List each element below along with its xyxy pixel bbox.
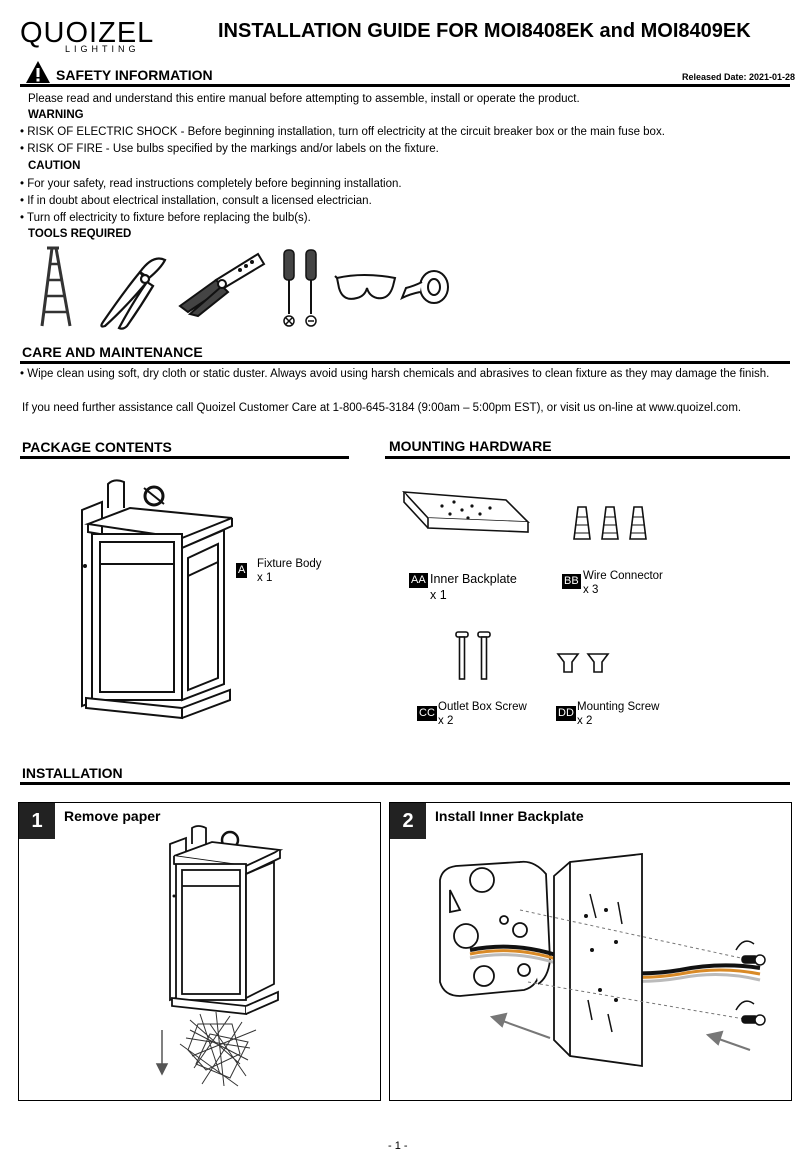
item-tag: DD [556,706,576,721]
step-2-panel [389,802,792,1101]
released-date: Released Date: 2021-01-28 [682,72,796,82]
item-tag: BB [562,574,581,589]
outlet-box-screws-image [455,631,491,680]
item-qty: x 3 [583,584,599,596]
assist-text: If you need further assistance call Quoi… [22,402,742,414]
hardware-item-cc: CC Outlet Box Screw x 2 [417,700,527,728]
warning-heading: WARNING [28,109,84,121]
caution-heading: CAUTION [28,160,81,172]
safety-intro: Please read and understand this entire m… [28,93,580,105]
hardware-heading: MOUNTING HARDWARE [389,438,552,454]
wire-connectors-image [573,506,647,540]
care-heading: CARE AND MAINTENANCE [22,344,203,360]
page-title: INSTALLATION GUIDE FOR MOI8408EK and MOI… [218,20,751,42]
screwdrivers-icon [283,249,317,327]
brand-sub: LIGHTING [65,44,140,54]
tools-heading: TOOLS REQUIRED [28,228,132,240]
step-1-panel [18,802,381,1101]
care-text: • Wipe clean using soft, dry cloth or st… [20,368,770,380]
brand-logo: QUOIZEL LIGHTING [20,17,155,54]
caution-item: • Turn off electricity to fixture before… [20,212,311,224]
remove-paper-illustration [155,825,284,1087]
installation-rule [20,782,790,785]
package-heading: PACKAGE CONTENTS [22,439,172,455]
inner-backplate-image [402,491,531,533]
package-item-a: A Fixture Body x 1 [236,557,322,585]
item-qty: x 1 [257,572,273,584]
item-tag: CC [417,706,437,721]
warning-item: • RISK OF ELECTRIC SHOCK - Before beginn… [20,126,665,138]
warning-icon [26,61,50,83]
hardware-item-aa: AA Inner Backplate x 1 [409,571,517,603]
item-name: Mounting Screw [577,701,660,713]
caution-item: • If in doubt about electrical installat… [20,195,372,207]
item-name: Outlet Box Screw [438,701,527,713]
hardware-rule [385,456,790,459]
hardware-item-dd: DD Mounting Screw x 2 [556,700,659,728]
wire-stripper-icon [178,252,266,318]
hardware-item-bb: BB Wire Connector x 3 [562,569,663,597]
item-name: Wire Connector [583,570,663,582]
install-backplate-illustration [439,852,766,1068]
step-2-number: 2 [390,803,426,839]
safety-glasses-icon [334,274,397,300]
page-number: - 1 - [388,1140,408,1152]
item-tag: AA [409,573,428,588]
caution-item: • For your safety, read instructions com… [20,178,402,190]
item-qty: x 2 [438,715,454,727]
item-qty: x 2 [577,715,593,727]
item-qty: x 1 [430,588,447,602]
step-1-title: Remove paper [64,808,161,824]
electrical-tape-icon [400,270,449,304]
package-rule [20,456,349,459]
item-name: Inner Backplate [430,572,517,586]
pliers-icon [100,257,167,330]
care-rule [20,361,790,364]
step-1-number: 1 [19,803,55,839]
step-2-title: Install Inner Backplate [435,808,584,824]
installation-heading: INSTALLATION [22,765,123,781]
item-name: Fixture Body [257,558,322,570]
ladder-icon [40,246,72,327]
warning-item: • RISK OF FIRE - Use bulbs specified by … [20,143,439,155]
fixture-body-image [81,479,233,720]
mounting-screws-image [556,653,610,673]
safety-heading: SAFETY INFORMATION [56,67,213,83]
brand-name: QUOIZEL [20,17,155,49]
safety-rule [20,84,790,87]
item-tag: A [236,563,248,578]
